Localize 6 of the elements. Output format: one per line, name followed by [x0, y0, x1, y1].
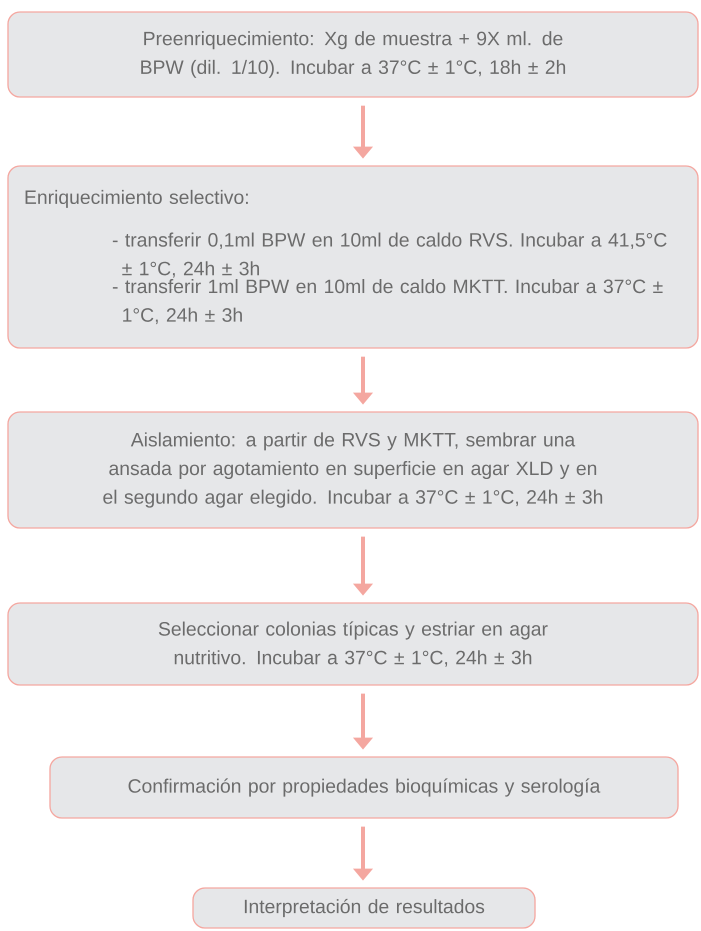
process-box: Confirmación por propiedades bioquímicas y serología: [49, 756, 679, 819]
process-box: Preenriquecimiento: Xg de muestra + 9X ml. de BPW (dil. 1/10). Incubar a 37°C ± 1°C, 18h ± 2h: [7, 11, 699, 98]
process-box: Seleccionar colonias típicas y estriar en agar nutritivo. Incubar a 37°C ± 1°C, 24h ± 3h: [7, 602, 699, 686]
process-box: Interpretación de resultados: [192, 887, 536, 929]
process-box: Enriquecimiento selectivo: - transferir 0,1ml BPW en 10ml de caldo RVS. Incubar a 41,5°C ± 1°C, 24h ± 3h - transferir 1ml BPW en 10ml de caldo MKTT. Incubar a 37°C ± 1°C, 24h ± 3h: [7, 165, 699, 349]
process-box: Aislamiento: a partir de RVS y MKTT, sembrar una ansada por agotamiento en superficie en agar XLD y en el segundo agar elegido. Incubar a 37°C ± 1°C, 24h ± 3h: [7, 411, 699, 529]
